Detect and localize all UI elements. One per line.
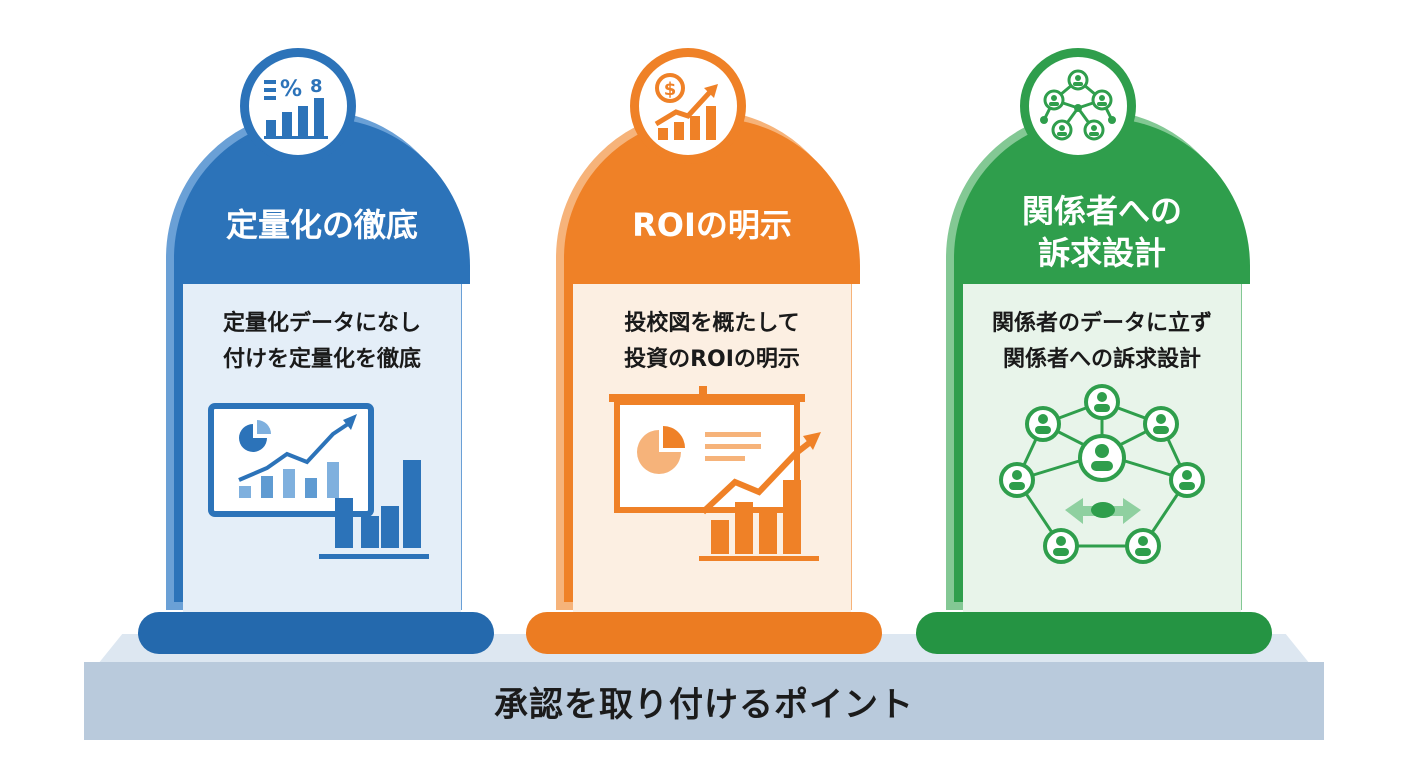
pillar-body: 定量化の徹底 定量化データになし 付けを定量化を徹底	[166, 110, 470, 612]
pillar-title-line-1: ROIの明示	[632, 206, 792, 244]
dashboard-chart-illustration	[208, 403, 429, 559]
base-title: 承認を取り付けるポイント	[494, 684, 914, 725]
pillar-title: 関係者への 訴求設計	[1022, 190, 1182, 274]
badge: % 8	[240, 48, 356, 164]
pillar-panel: 定量化データになし 付けを定量化を徹底	[183, 284, 461, 612]
pillar-title-line-1: 関係者への	[1021, 192, 1182, 230]
pillar-description: 関係者のデータに立ず 関係者への訴求設計	[963, 306, 1241, 378]
badge	[1020, 48, 1136, 164]
svg-text:8: 8	[310, 76, 323, 97]
pillar-description: 投校図を概たして 投資のROIの明示	[573, 306, 851, 378]
pillar-title-line-2: 訴求設計	[1037, 234, 1166, 272]
pillar-body: ROIの明示 投校図を概たして 投資のROIの明示	[556, 110, 860, 612]
pillar-title: 定量化の徹底	[226, 204, 418, 246]
pillar-foot	[916, 612, 1272, 654]
pillar-desc-line-2: 関係者への訴求設計	[1002, 347, 1201, 372]
pillar-body: 関係者への 訴求設計 関係者のデータに立ず 関係者への訴求設計	[946, 110, 1250, 612]
base-platform: 承認を取り付けるポイント	[84, 662, 1324, 740]
dollar-growth-icon: $	[654, 73, 718, 140]
pillar-title-line-1: 定量化の徹底	[225, 206, 418, 244]
pillar-title: ROIの明示	[632, 204, 792, 246]
presentation-board-illustration	[609, 386, 821, 561]
pillar-desc-line-1: 投校図を概たして	[624, 311, 800, 336]
pillar-desc-line-1: 関係者のデータに立ず	[991, 311, 1212, 336]
svg-text:%: %	[280, 77, 302, 102]
pillar-desc-line-2: 付けを定量化を徹底	[222, 347, 421, 372]
pillar-desc-line-1: 定量化データになし	[222, 311, 421, 336]
pillar-quantification: 定量化の徹底 定量化データになし 付けを定量化を徹底	[138, 0, 510, 660]
pillar-roi: ROIの明示 投校図を概たして 投資のROIの明示	[526, 0, 900, 660]
pillar-desc-line-2: 投資のROIの明示	[624, 347, 800, 372]
svg-text:$: $	[664, 79, 677, 100]
stakeholder-network-illustration	[999, 384, 1205, 564]
people-network-icon	[1040, 69, 1116, 141]
pillar-stakeholders: 関係者への 訴求設計 関係者のデータに立ず 関係者への訴求設計	[916, 0, 1290, 660]
pillar-foot	[526, 612, 882, 654]
pillar-description: 定量化データになし 付けを定量化を徹底	[183, 306, 461, 378]
pillar-panel: 投校図を概たして 投資のROIの明示	[573, 284, 851, 612]
badge: $	[630, 48, 746, 164]
pillar-panel: 関係者のデータに立ず 関係者への訴求設計	[963, 284, 1241, 612]
bar-chart-percent-icon: % 8	[264, 76, 328, 139]
pillar-foot	[138, 612, 494, 654]
